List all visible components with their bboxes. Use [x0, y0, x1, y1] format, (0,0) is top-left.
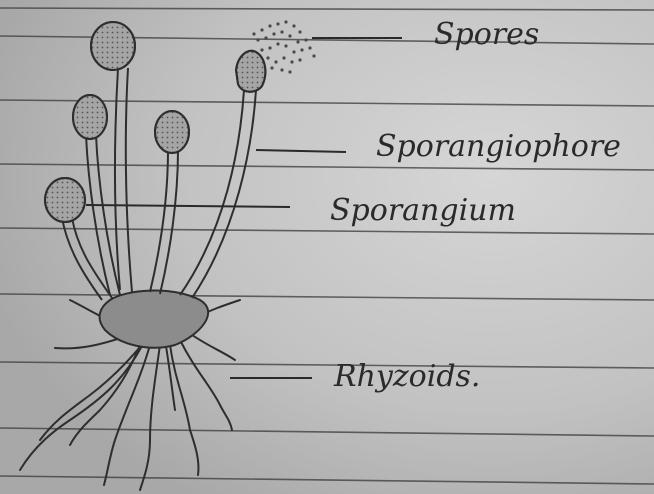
label-rhizoids: Rhyzoids. — [333, 359, 480, 394]
label-sporangium: Sporangium — [330, 193, 516, 228]
label-sporangiophore: Sporangiophore — [376, 129, 621, 164]
label-spores: Spores — [434, 17, 539, 52]
